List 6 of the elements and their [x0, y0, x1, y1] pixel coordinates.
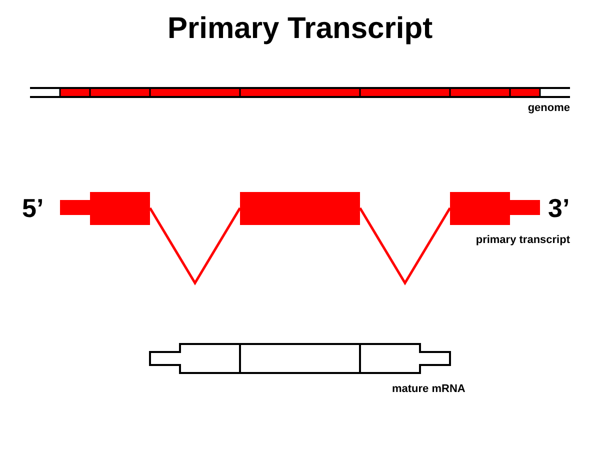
three-prime-label: 3’	[548, 193, 570, 224]
genome-label: genome	[528, 102, 570, 114]
mature-mrna-label: mature mRNA	[392, 383, 466, 395]
five-prime-label: 5’	[22, 193, 44, 224]
primary-transcript-label: primary transcript	[476, 234, 570, 246]
title: Primary Transcript	[166, 12, 434, 46]
